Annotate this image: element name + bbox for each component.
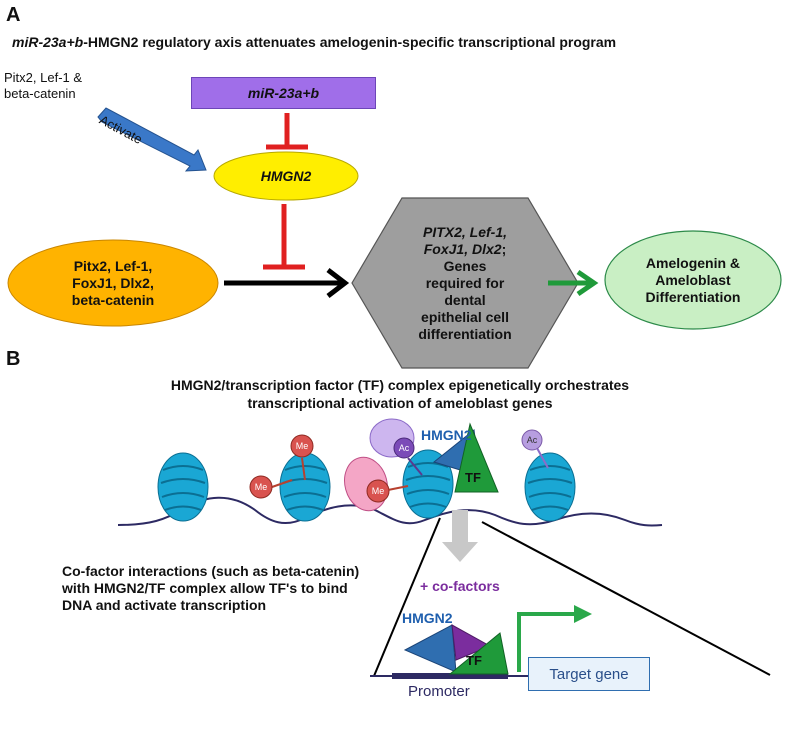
- target-genes-hexagon: [351, 197, 579, 369]
- outcome-label: Amelogenin & Ameloblast Differentiation: [645, 254, 741, 305]
- ac-mark-1: [393, 437, 423, 476]
- me-label-2: Me: [254, 482, 268, 492]
- me-mark-2: [249, 475, 293, 499]
- nucleosome-2: [279, 452, 331, 522]
- hmgn2-triangle-promoter: [403, 624, 457, 673]
- plus-cofactors: + co-factors: [420, 578, 500, 594]
- ac-label-1: Ac: [398, 443, 410, 453]
- hmgn2-ellipse: [213, 151, 359, 201]
- target-gene-box: Target gene: [528, 657, 650, 691]
- hmgn2-label: HMGN2: [260, 168, 312, 184]
- panel-b-label: B: [6, 348, 21, 370]
- me-mark-1: [290, 434, 314, 481]
- promoter-label: Promoter: [408, 683, 470, 700]
- hmgn2-label-b: HMGN2: [421, 427, 472, 443]
- green-arrow: [548, 269, 599, 297]
- black-arrow: [224, 268, 350, 298]
- activate-arrow: [97, 107, 207, 172]
- panel-a-title-rest: -HMGN2 regulatory axis attenuates amelog…: [83, 34, 617, 50]
- tf-ellipse-label: Pitx2, Lef-1, FoxJ1, Dlx2, beta-catenin: [71, 257, 155, 308]
- tf-label-b: TF: [465, 470, 481, 485]
- activators-text: Pitx2, Lef-1 & beta-catenin: [4, 70, 83, 101]
- zoom-line-left: [373, 517, 441, 677]
- hex-sep: ;: [501, 240, 507, 257]
- nucleosome-4: [524, 452, 576, 522]
- tf-label-promoter: TF: [466, 653, 482, 668]
- panel-a-label: A: [6, 4, 21, 26]
- inhibit-hmgn2-pathway: [263, 204, 305, 270]
- ac-mark-2: [521, 429, 549, 469]
- cofactor-text: Co-factor interactions (such as beta-cat…: [62, 563, 360, 613]
- hmgn2-label-promoter: HMGN2: [402, 610, 453, 626]
- gray-down-arrow: [442, 510, 478, 562]
- hex-genes-desc: Genes required for dental epithelial cel…: [418, 257, 512, 342]
- me-mark-3: [366, 479, 409, 503]
- hexagon-label: PITX2, Lef-1, FoxJ1, Dlx2; Genes require…: [370, 205, 560, 361]
- transcription-arrow: [517, 605, 592, 672]
- panel-a-title-mir: miR-23a+b: [12, 34, 84, 50]
- inhibit-mir-hmgn2: [266, 113, 308, 150]
- outcome-ellipse: [604, 230, 782, 330]
- tf-triangle: [454, 422, 499, 493]
- tf-ellipse: [7, 239, 219, 327]
- hex-genes-italic: PITX2, Lef-1, FoxJ1, Dlx2: [422, 223, 508, 257]
- cofactor-triangle: [451, 624, 492, 661]
- zoom-line-right: [481, 521, 771, 676]
- me-label-3: Me: [371, 486, 385, 496]
- panel-a-title: miR-23a+b-HMGN2 regulatory axis attenuat…: [12, 34, 782, 50]
- mir-box: miR-23a+b: [191, 77, 376, 109]
- tf-triangle-promoter: [448, 632, 509, 675]
- ac-label-2: Ac: [526, 435, 538, 445]
- promoter-bar: [392, 673, 508, 679]
- nucleosome-1: [157, 452, 209, 522]
- panel-b-title: HMGN2/transcription factor (TF) complex …: [170, 377, 630, 411]
- me-label-1: Me: [295, 441, 309, 451]
- dna-strand: [117, 496, 663, 527]
